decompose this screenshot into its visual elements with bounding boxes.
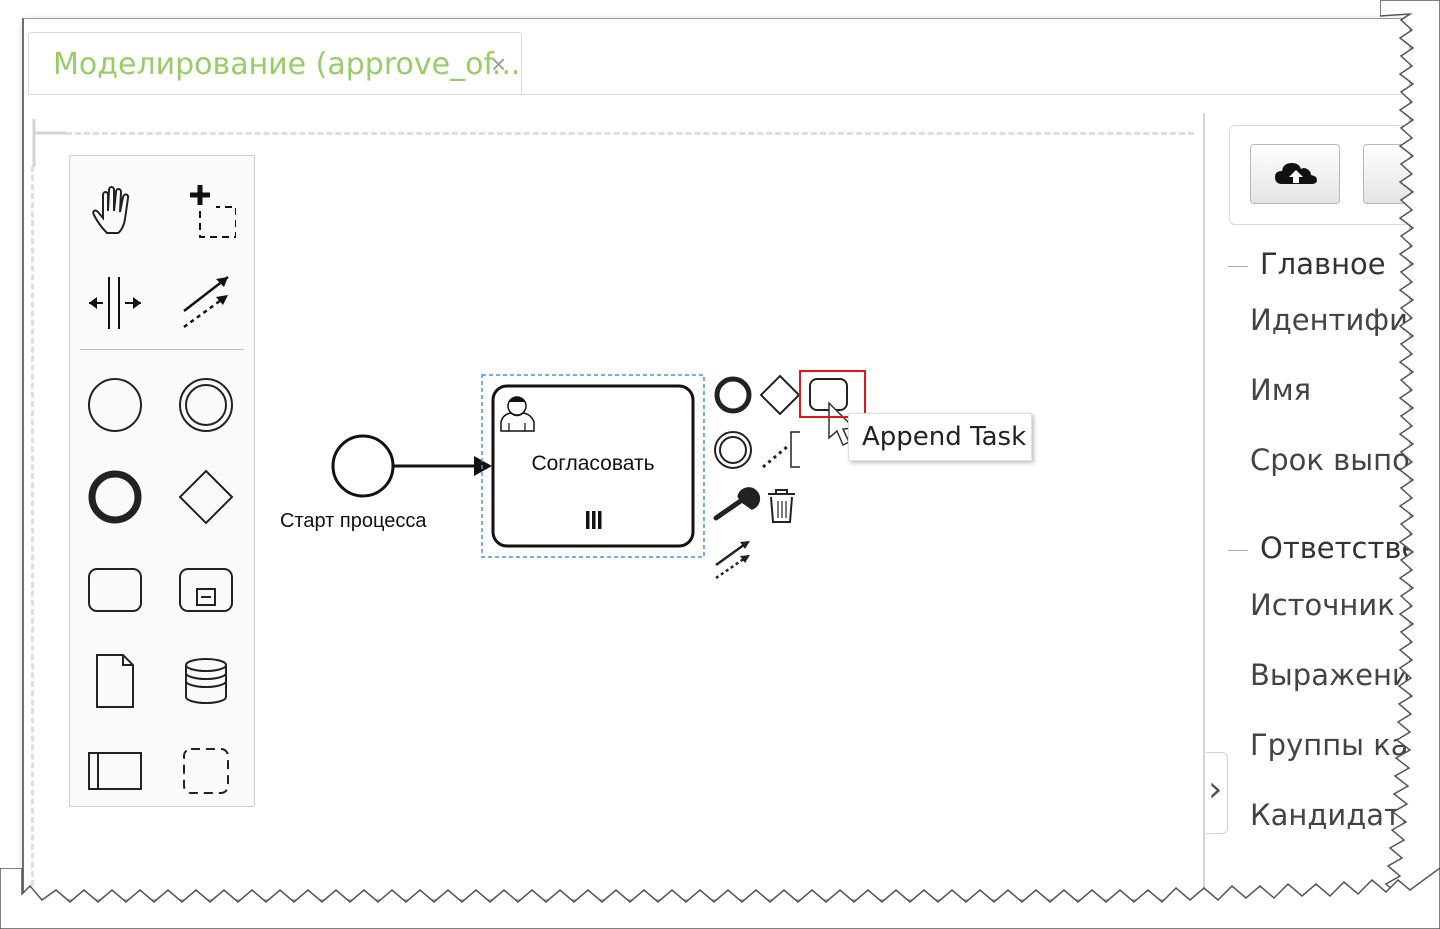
multi-instance-marker-icon (586, 511, 602, 529)
field-label-id: Идентифи (1250, 303, 1408, 337)
append-task-tooltip: Append Task (848, 413, 1032, 461)
field-label-candidate-groups: Группы ка (1250, 728, 1409, 762)
field-label-expression: Выражени (1250, 658, 1410, 692)
tab-modeling[interactable]: Моделирование (approve_of... × (28, 32, 522, 94)
upload-button[interactable] (1250, 144, 1340, 204)
append-intermediate-event-icon[interactable] (714, 431, 752, 469)
tool-palette (69, 155, 255, 807)
cloud-upload-icon (1275, 163, 1317, 184)
tab-bar: Моделирование (approve_of... × (28, 32, 1408, 95)
subprocess-icon[interactable] (176, 559, 236, 619)
global-connect-tool-icon[interactable] (176, 271, 236, 331)
group-icon[interactable] (176, 743, 236, 803)
text-annotation-icon[interactable] (762, 431, 800, 469)
tab-close-icon[interactable]: × (491, 49, 507, 79)
pool-icon[interactable] (85, 743, 145, 803)
task-label: Согласовать (531, 452, 655, 475)
tooltip-text: Append Task (862, 422, 1027, 452)
properties-panel: Главное Идентифи Имя Срок выпо Ответстве… (1210, 113, 1410, 893)
section-responsible-title[interactable]: Ответстве (1228, 531, 1410, 565)
section-main-title[interactable]: Главное (1228, 247, 1386, 281)
canvas-border-left (31, 166, 34, 886)
wrench-icon[interactable] (713, 487, 761, 521)
hand-tool-icon[interactable] (85, 181, 145, 241)
user-task[interactable] (491, 384, 695, 548)
data-store-icon[interactable] (176, 651, 236, 711)
torn-edge-right (1380, 0, 1440, 929)
panel-splitter[interactable] (1203, 113, 1205, 893)
lasso-tool-icon[interactable] (176, 181, 236, 241)
space-tool-icon[interactable] (85, 271, 145, 331)
field-label-candidates: Кандидаты (1250, 798, 1410, 832)
user-task-icon (500, 396, 535, 432)
properties-toolbar (1229, 125, 1410, 225)
append-end-event-icon[interactable] (714, 376, 752, 414)
append-gateway-icon[interactable] (759, 374, 801, 416)
selection-outline (481, 374, 705, 558)
gateway-icon[interactable] (176, 466, 236, 526)
task-icon[interactable] (85, 559, 145, 619)
torn-edge-bottom (0, 868, 1440, 929)
download-button[interactable] (1363, 144, 1410, 204)
trash-icon[interactable] (768, 489, 795, 523)
intermediate-event-icon[interactable] (176, 374, 236, 434)
field-label-name: Имя (1250, 373, 1312, 407)
start-event-icon[interactable] (85, 374, 145, 434)
data-object-icon[interactable] (85, 651, 145, 711)
chevron-right-icon: › (1208, 769, 1223, 810)
start-event-label: Старт процесса (280, 510, 427, 532)
start-event[interactable] (331, 434, 395, 498)
canvas-border-top (66, 132, 1194, 135)
field-label-source: Источник (1250, 588, 1395, 622)
palette-separator (80, 349, 244, 350)
sequence-flow-arrowhead (474, 456, 492, 476)
append-task-highlight (799, 370, 866, 418)
end-event-icon[interactable] (85, 466, 145, 526)
field-label-deadline: Срок выпо (1250, 443, 1410, 477)
properties-collapse-handle[interactable]: › (1206, 752, 1228, 834)
tab-title: Моделирование (approve_of... (53, 47, 521, 82)
connect-icon[interactable] (715, 540, 750, 580)
canvas-corner-mark (32, 119, 66, 167)
